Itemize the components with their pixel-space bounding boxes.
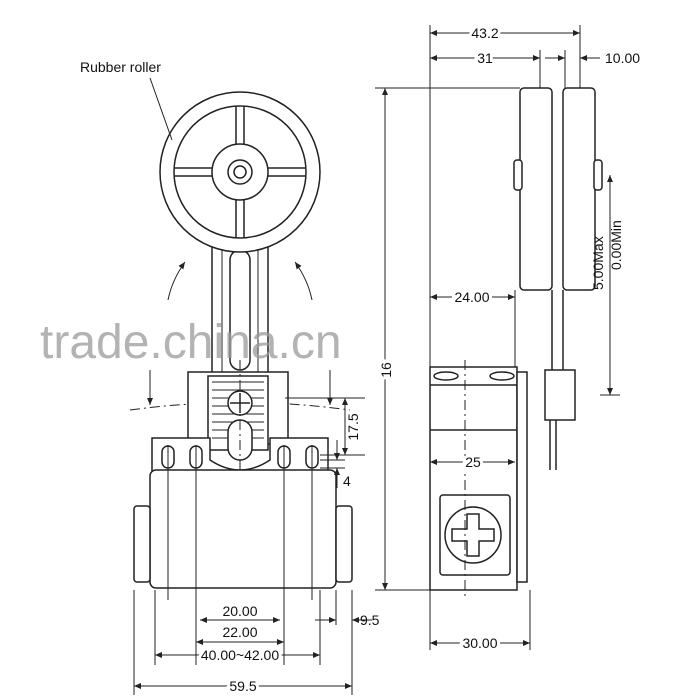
dim-10: 10.00 xyxy=(605,50,640,66)
dim-24: 24.00 xyxy=(454,289,489,305)
dim-25: 25 xyxy=(465,454,481,470)
dim-9-5: 9.5 xyxy=(360,612,380,628)
dim-59-5: 59.5 xyxy=(229,678,256,694)
dim-22: 22.00 xyxy=(222,624,257,640)
rubber-roller-label: Rubber roller xyxy=(80,59,161,75)
watermark: trade.china.cn xyxy=(40,316,342,369)
side-boss-left xyxy=(133,505,151,583)
front-view xyxy=(129,77,372,695)
dim-43-2: 43.2 xyxy=(471,25,498,41)
dim-height: 16 xyxy=(378,362,394,378)
switch-body xyxy=(149,469,337,589)
dim-31: 31 xyxy=(477,50,493,66)
travel-max-label: 5.00Max xyxy=(590,236,606,290)
dim-17-5: 17.5 xyxy=(345,413,361,440)
dim-4: 4 xyxy=(343,473,351,489)
side-boss-right xyxy=(335,505,353,583)
terminal-screw xyxy=(444,506,502,564)
roller-side-1 xyxy=(519,87,553,291)
dim-40-42: 40.00~42.00 xyxy=(201,647,279,663)
dim-20: 20.00 xyxy=(222,603,257,619)
dim-30: 30.00 xyxy=(462,635,497,651)
side-view xyxy=(375,25,620,650)
travel-min-label: 0.00Min xyxy=(608,220,624,270)
